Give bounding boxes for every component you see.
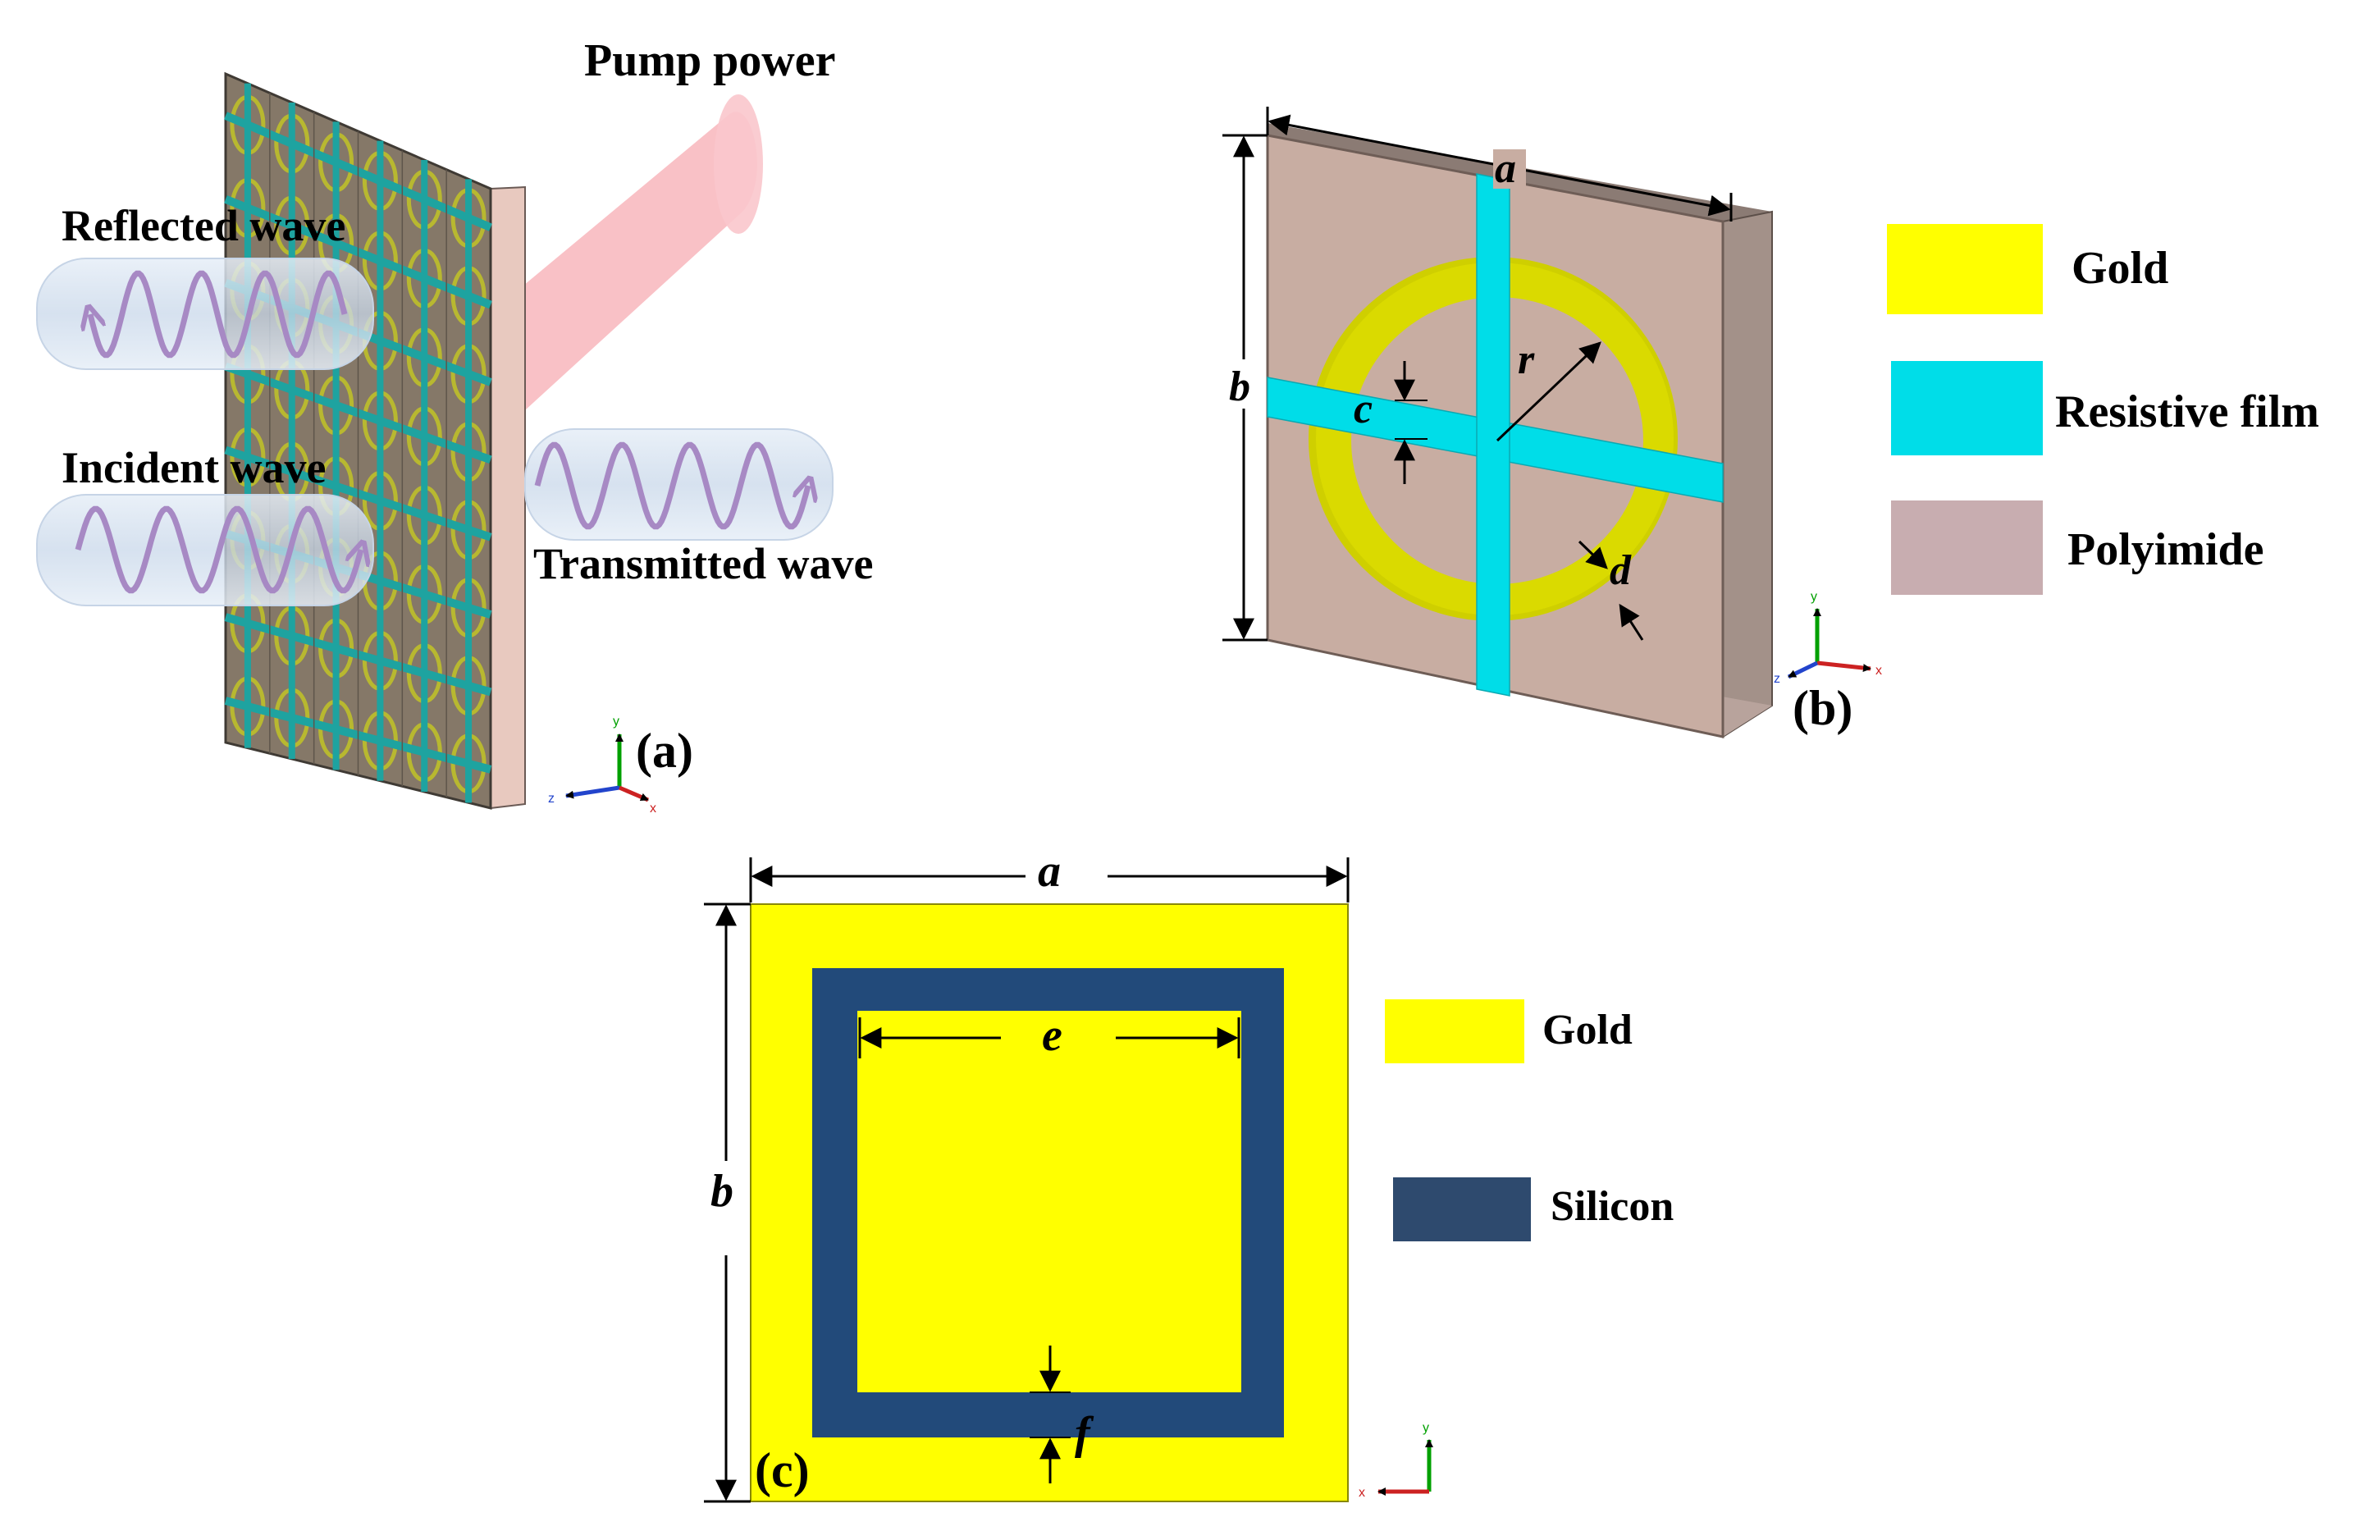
legend-c-swatch-silicon — [1393, 1177, 1531, 1241]
transmitted-wave-line — [534, 441, 808, 530]
legend-b-swatch-resistive — [1891, 361, 2043, 455]
legend-b-swatch-gold — [1887, 224, 2043, 314]
axis-triad-b: y x z — [1774, 590, 1882, 686]
axis-triad-a: y z x — [548, 715, 656, 816]
metasurface-side — [490, 185, 526, 810]
legend-c: Gold Silicon — [1385, 999, 1674, 1241]
dim-c-label: c — [1354, 386, 1373, 432]
dim-e-label: e — [1042, 1010, 1062, 1061]
axis-y-label-a: y — [613, 715, 619, 729]
axis-z-label-b: z — [1774, 672, 1780, 686]
axis-x-label-c: x — [1359, 1486, 1365, 1500]
panel-a-tag: (a) — [636, 724, 693, 778]
axis-x-label-b: x — [1875, 664, 1882, 678]
dim-d-label: d — [1610, 547, 1632, 594]
dim-b-label-c: b — [710, 1166, 733, 1217]
panel-c-unit-cell: a b e f (c) y x Gold Silicon — [704, 846, 1674, 1503]
axis-triad-c: y x — [1359, 1421, 1433, 1500]
pump-power-label: Pump power — [584, 35, 835, 86]
incident-wave — [36, 494, 374, 606]
transmitted-wave-tube — [524, 428, 834, 541]
dim-d-arrow-outer — [1578, 540, 1608, 569]
pump-beam-end — [714, 94, 763, 234]
polyimide-side — [1722, 210, 1773, 738]
legend-c-gold-label: Gold — [1542, 1007, 1633, 1053]
panel-a-metasurface: Pump power Reflected wave Incident wave … — [36, 35, 873, 816]
reflected-wave-line — [90, 270, 348, 359]
axis-z-label-a: z — [548, 792, 555, 806]
panel-b-tag: (b) — [1793, 681, 1852, 735]
pump-power-beam — [518, 112, 757, 410]
reflected-wave — [36, 258, 374, 370]
incident-wave-line — [75, 505, 361, 594]
transmitted-wave — [524, 428, 834, 541]
axis-y-label-b: y — [1811, 590, 1817, 604]
legend-c-swatch-gold — [1385, 999, 1524, 1063]
panel-c-tag: (c) — [755, 1443, 810, 1497]
dim-d-arrow-inner — [1619, 603, 1644, 641]
dim-r-arrow — [1496, 341, 1601, 442]
incident-wave-label: Incident wave — [62, 443, 327, 492]
legend-b-resistive-label: Resistive film — [2055, 386, 2319, 437]
dim-b-label-b: b — [1229, 363, 1250, 410]
legend-c-silicon-label: Silicon — [1551, 1183, 1674, 1230]
dim-a-label-c: a — [1038, 846, 1061, 897]
dim-r-label: r — [1518, 336, 1535, 383]
inner-gold-square — [857, 1011, 1241, 1392]
legend-b-polyimide-label: Polyimide — [2067, 524, 2264, 575]
transmitted-wave-label: Transmitted wave — [533, 539, 873, 588]
reflected-wave-label: Reflected wave — [62, 201, 345, 250]
panel-b-unit-cell: a b c r d (b) y x z Gold — [1222, 107, 2319, 738]
dim-a-label-b: a — [1495, 145, 1516, 192]
axis-x-label-a: x — [650, 802, 656, 816]
legend-b: Gold Resistive film Polyimide — [1887, 224, 2319, 595]
legend-b-swatch-polyimide — [1891, 500, 2043, 595]
legend-b-gold-label: Gold — [2072, 243, 2168, 294]
axis-y-label-c: y — [1423, 1421, 1429, 1435]
